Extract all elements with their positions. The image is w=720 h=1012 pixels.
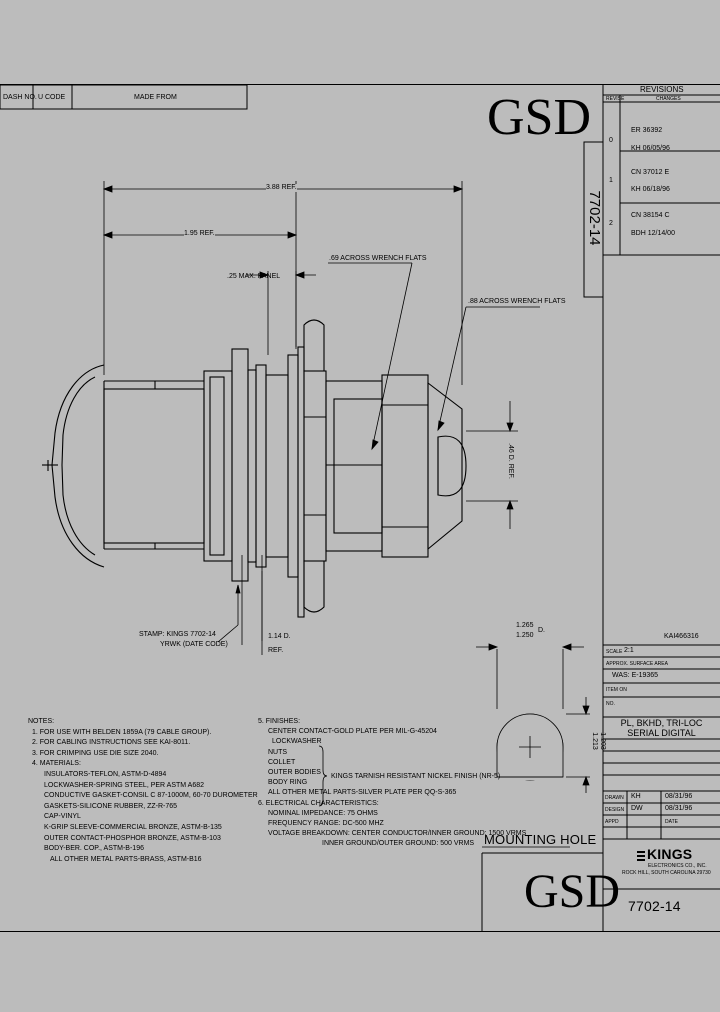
note-item: GASKETS-SILICONE RUBBER, ZZ-R-765	[44, 802, 178, 810]
wrench-flats-88-dim: .88 ACROSS WRENCH FLATS	[468, 298, 566, 305]
finish-item: NUTS	[268, 748, 288, 756]
revision-line2: KH 06/05/96	[631, 145, 670, 152]
part-number: 7702-14	[628, 898, 681, 914]
design-by: DW	[631, 805, 643, 812]
electrical-item: FREQUENCY RANGE: DC-500 MHZ	[268, 820, 384, 828]
finish-item: OUTER BODIES	[268, 769, 321, 777]
stamp-note-line2: YRWK (DATE CODE)	[160, 641, 228, 648]
electrical-item: INNER GROUND/OUTER GROUND: 500 VRMS	[322, 840, 475, 848]
scale-value: 2:1	[624, 647, 634, 654]
drawn-label: DRAWN	[605, 795, 624, 801]
notes-left: NOTES: 1. FOR USE WITH BELDEN 1859A (79 …	[28, 717, 258, 865]
note-item: INSULATORS-TEFLON, ASTM-D-4894	[44, 770, 167, 778]
gsd-logo-bottom: GSD	[524, 865, 621, 918]
revision-line2: KH 06/18/96	[631, 186, 670, 193]
company-logo: KINGS	[647, 846, 693, 862]
electrical-item: NOMINAL IMPEDANCE: 75 OHMS	[268, 809, 378, 817]
item-on-label: ITEM ON	[606, 687, 627, 693]
design-date: 08/31/96	[665, 805, 693, 812]
approx-area-label: APPROX. SURFACE AREA	[606, 661, 668, 667]
body-length-dim: 1.95 REF.	[184, 230, 215, 238]
drawing-number: KAI466316	[664, 633, 699, 640]
notes-title: NOTES:	[28, 718, 55, 725]
mount-width-max: 1.265	[516, 622, 534, 629]
scale-label: SCALE	[606, 649, 623, 655]
revision-line1: CN 37012 E	[631, 169, 670, 176]
drawn-date: 08/31/96	[665, 793, 693, 800]
revisions-col-changes: CHANGES	[656, 96, 681, 102]
part-title-line1: PL, BKHD, TRI-LOC	[620, 718, 703, 728]
finish-item: BODY RING	[268, 779, 308, 787]
appd-label: APPD	[605, 819, 619, 825]
notes-right: 5. FINISHES: CENTER CONTACT-GOLD PLATE P…	[258, 717, 526, 850]
note-item: 3. FOR CRIMPING USE DIE SIZE 2040.	[32, 749, 159, 757]
diameter-114-dim: 1.14 D.	[268, 633, 291, 640]
design-label: DESIGN	[605, 807, 625, 813]
electrical-title: 6. ELECTRICAL CHARACTERISTICS:	[258, 799, 379, 807]
electrical-item: VOLTAGE BREAKDOWN: CENTER CONDUCTOR/INNE…	[268, 830, 527, 838]
panel-thickness-dim: .25 MAX. PANEL	[227, 273, 281, 280]
revision-line2: BDH 12/14/00	[631, 230, 675, 237]
drawn-by: KH	[631, 793, 641, 800]
mount-width-suffix: D.	[538, 627, 545, 634]
note-item: LOCKWASHER-SPRING STEEL, PER ASTM A682	[44, 781, 205, 789]
note-item: ALL OTHER METAL PARTS-BRASS, ASTM-B16	[50, 855, 202, 863]
date-label: DATE	[665, 819, 678, 825]
gsd-logo-top: GSD	[487, 89, 592, 146]
wrench-flats-69-dim: .69 ACROSS WRENCH FLATS	[329, 255, 427, 262]
finish-item: COLLET	[268, 758, 296, 766]
note-item: BODY-BER. COP., ASTM-B-196	[44, 845, 144, 853]
note-item: 1. FOR USE WITH BELDEN 1859A (79 CABLE G…	[32, 728, 212, 736]
was-number: WAS: E-19365	[612, 672, 659, 679]
mounting-hole-label: MOUNTING HOLE	[484, 832, 597, 847]
note-item: OUTER CONTACT-PHOSPHOR BRONZE, ASTM-B-10…	[44, 834, 221, 842]
u-code-label: U CODE	[38, 94, 66, 101]
diameter-114-ref: REF.	[268, 647, 284, 654]
mount-height-max: 1.213	[591, 732, 598, 750]
revision-line1: ER 36392	[631, 127, 663, 134]
company-line2: ROCK HILL, SOUTH CAROLINA 29730	[622, 870, 711, 876]
note-item: CAP-VINYL	[44, 813, 81, 821]
mount-width-min: 1.250	[516, 632, 534, 639]
note-item: 4. MATERIALS:	[32, 760, 81, 768]
revision-rev: 0	[609, 137, 613, 144]
stamp-note-line1: STAMP: KINGS 7702-14	[139, 631, 216, 638]
note-item: 2. FOR CABLING INSTRUCTIONS SEE KAI-8011…	[32, 739, 191, 747]
part-title: PL, BKHD, TRI-LOC SERIAL DIGITAL	[603, 718, 720, 738]
company-line1: ELECTRONICS CO., INC.	[648, 863, 707, 869]
finish-item: ALL OTHER METAL PARTS-SILVER PLATE PER Q…	[268, 789, 457, 797]
part-title-line2: SERIAL DIGITAL	[627, 728, 696, 738]
note-item: CONDUCTIVE GASKET-CONSIL C 87-1000M, 60-…	[44, 792, 258, 800]
no-label: NO.	[606, 701, 615, 707]
note-item: K-GRIP SLEEVE-COMMERCIAL BRONZE, ASTM-B-…	[44, 823, 222, 831]
revision-rev: 2	[609, 220, 613, 227]
revision-rev: 1	[609, 177, 613, 184]
diameter-46-dim: .46 D. REF.	[505, 433, 515, 489]
finish-item: LOCKWASHER	[272, 738, 322, 746]
dash-no-label: DASH NO.	[3, 94, 37, 101]
drawing-sheet: DASH NO. U CODE MADE FROM GSD GSD REVISI…	[0, 84, 720, 932]
overall-length-dim: 3.88 REF.	[266, 184, 297, 192]
finishes-title: 5. FINISHES:	[258, 718, 301, 725]
part-number-vertical: 7702-14	[586, 190, 603, 246]
drawing-linework	[0, 85, 720, 931]
finish-brace-note: KINGS TARNISH RESISTANT NICKEL FINISH (N…	[331, 773, 501, 780]
finish-item: CENTER CONTACT-GOLD PLATE PER MIL-G-4520…	[268, 728, 437, 736]
made-from-label: MADE FROM	[134, 94, 177, 101]
revisions-col-rev: REVISE	[606, 96, 625, 102]
revisions-title: REVISIONS	[640, 85, 684, 94]
revision-line1: CN 38154 C	[631, 212, 670, 219]
